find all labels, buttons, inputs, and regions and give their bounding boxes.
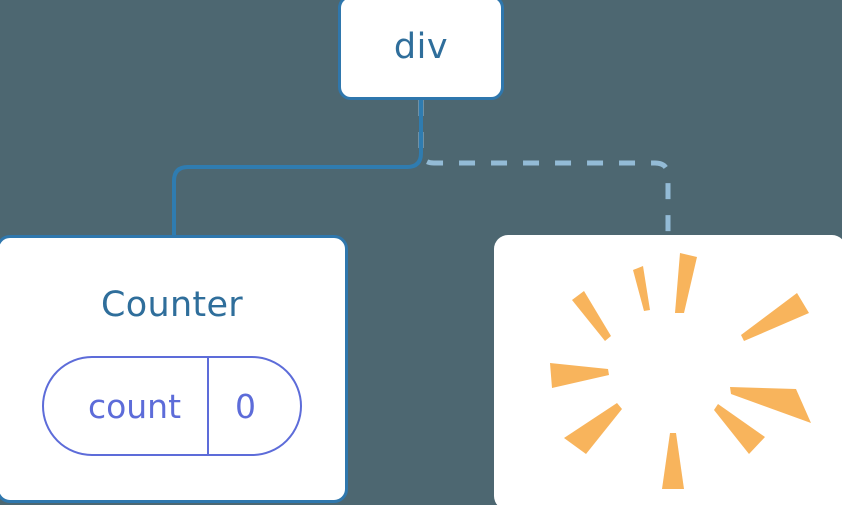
node-div[interactable]: div: [338, 0, 504, 100]
state-key: count: [87, 386, 182, 426]
node-counter-body: Counter count 0: [0, 238, 345, 456]
state-pill-count[interactable]: count 0: [41, 356, 303, 456]
node-counter-label: Counter: [101, 285, 243, 325]
state-pill-divider: [207, 358, 210, 454]
edge-div-to-pending: [418, 100, 671, 238]
state-value: 0: [235, 386, 257, 426]
burst-spinner-icon: [550, 253, 811, 489]
node-counter[interactable]: Counter count 0: [0, 235, 348, 503]
edge-div-to-counter: [172, 100, 423, 240]
node-div-label: div: [393, 27, 449, 67]
node-pending[interactable]: [494, 235, 842, 505]
